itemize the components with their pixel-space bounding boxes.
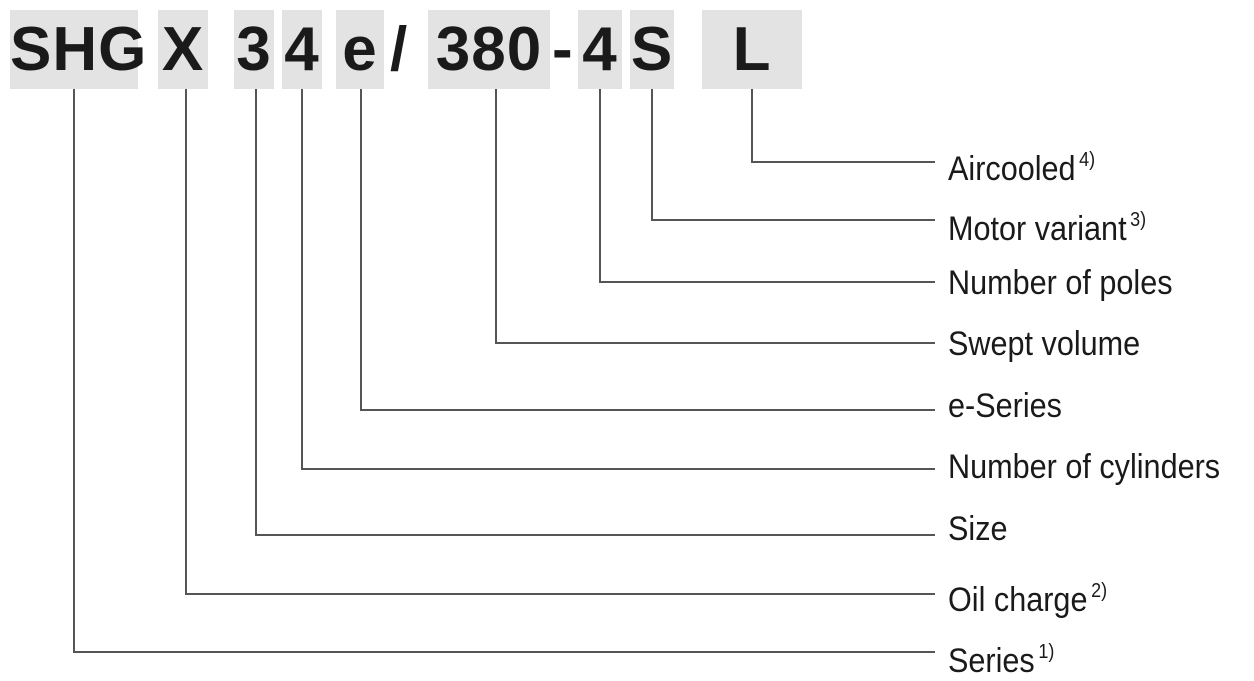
connector-motor-variant bbox=[651, 89, 935, 221]
segment-poles: 4 bbox=[582, 15, 618, 84]
footnote-ref: 2) bbox=[1091, 580, 1108, 602]
separator-dash: - bbox=[552, 15, 573, 84]
segment-motor-variant: S bbox=[630, 15, 674, 84]
label-text: Swept volume bbox=[948, 325, 1141, 363]
segment-box-series bbox=[10, 10, 138, 89]
connector-oil-charge bbox=[185, 89, 935, 595]
connector-poles bbox=[599, 89, 935, 283]
label-text: Oil charge bbox=[948, 581, 1088, 619]
segment-box-oil-charge bbox=[158, 10, 208, 89]
label-text: Number of cylinders bbox=[948, 448, 1221, 486]
connector-aircooled bbox=[751, 89, 935, 163]
segment-box-swept-volume bbox=[428, 10, 550, 89]
connector-cylinders bbox=[301, 89, 935, 470]
label-poles: Number of poles bbox=[948, 263, 1173, 303]
label-text: e-Series bbox=[948, 387, 1062, 425]
label-cylinders: Number of cylinders bbox=[948, 447, 1220, 487]
connector-swept-volume bbox=[495, 89, 935, 344]
segment-box-cylinders bbox=[282, 10, 322, 89]
footnote-ref: 1) bbox=[1038, 641, 1055, 663]
connector-series bbox=[73, 89, 935, 653]
segment-aircooled: L bbox=[732, 15, 772, 84]
label-text: Motor variant bbox=[948, 210, 1127, 248]
label-text: Number of poles bbox=[948, 264, 1173, 302]
footnote-ref: 4) bbox=[1079, 149, 1096, 171]
segment-box-motor-variant bbox=[630, 10, 674, 89]
segment-box-size bbox=[234, 10, 274, 89]
footnote-ref: 3) bbox=[1130, 209, 1147, 231]
segment-swept-volume: 380 bbox=[435, 15, 543, 84]
label-text: Series bbox=[948, 642, 1035, 680]
separator-slash: / bbox=[390, 15, 408, 84]
segment-cylinders: 4 bbox=[284, 15, 320, 84]
label-text: Size bbox=[948, 510, 1008, 548]
segment-box-aircooled bbox=[702, 10, 802, 89]
connector-size bbox=[255, 89, 935, 536]
segment-box-poles bbox=[578, 10, 622, 89]
segment-oil-charge: X bbox=[161, 15, 205, 84]
connector-e-series bbox=[360, 89, 935, 411]
label-size: Size bbox=[948, 509, 1008, 549]
segment-box-e-series bbox=[336, 10, 384, 89]
label-swept-volume: Swept volume bbox=[948, 324, 1140, 364]
segment-size: 3 bbox=[236, 15, 272, 84]
segment-e-series: e bbox=[342, 15, 378, 84]
segment-series: SHG bbox=[10, 15, 148, 84]
label-e-series: e-Series bbox=[948, 386, 1062, 426]
label-text: Aircooled bbox=[948, 150, 1076, 188]
